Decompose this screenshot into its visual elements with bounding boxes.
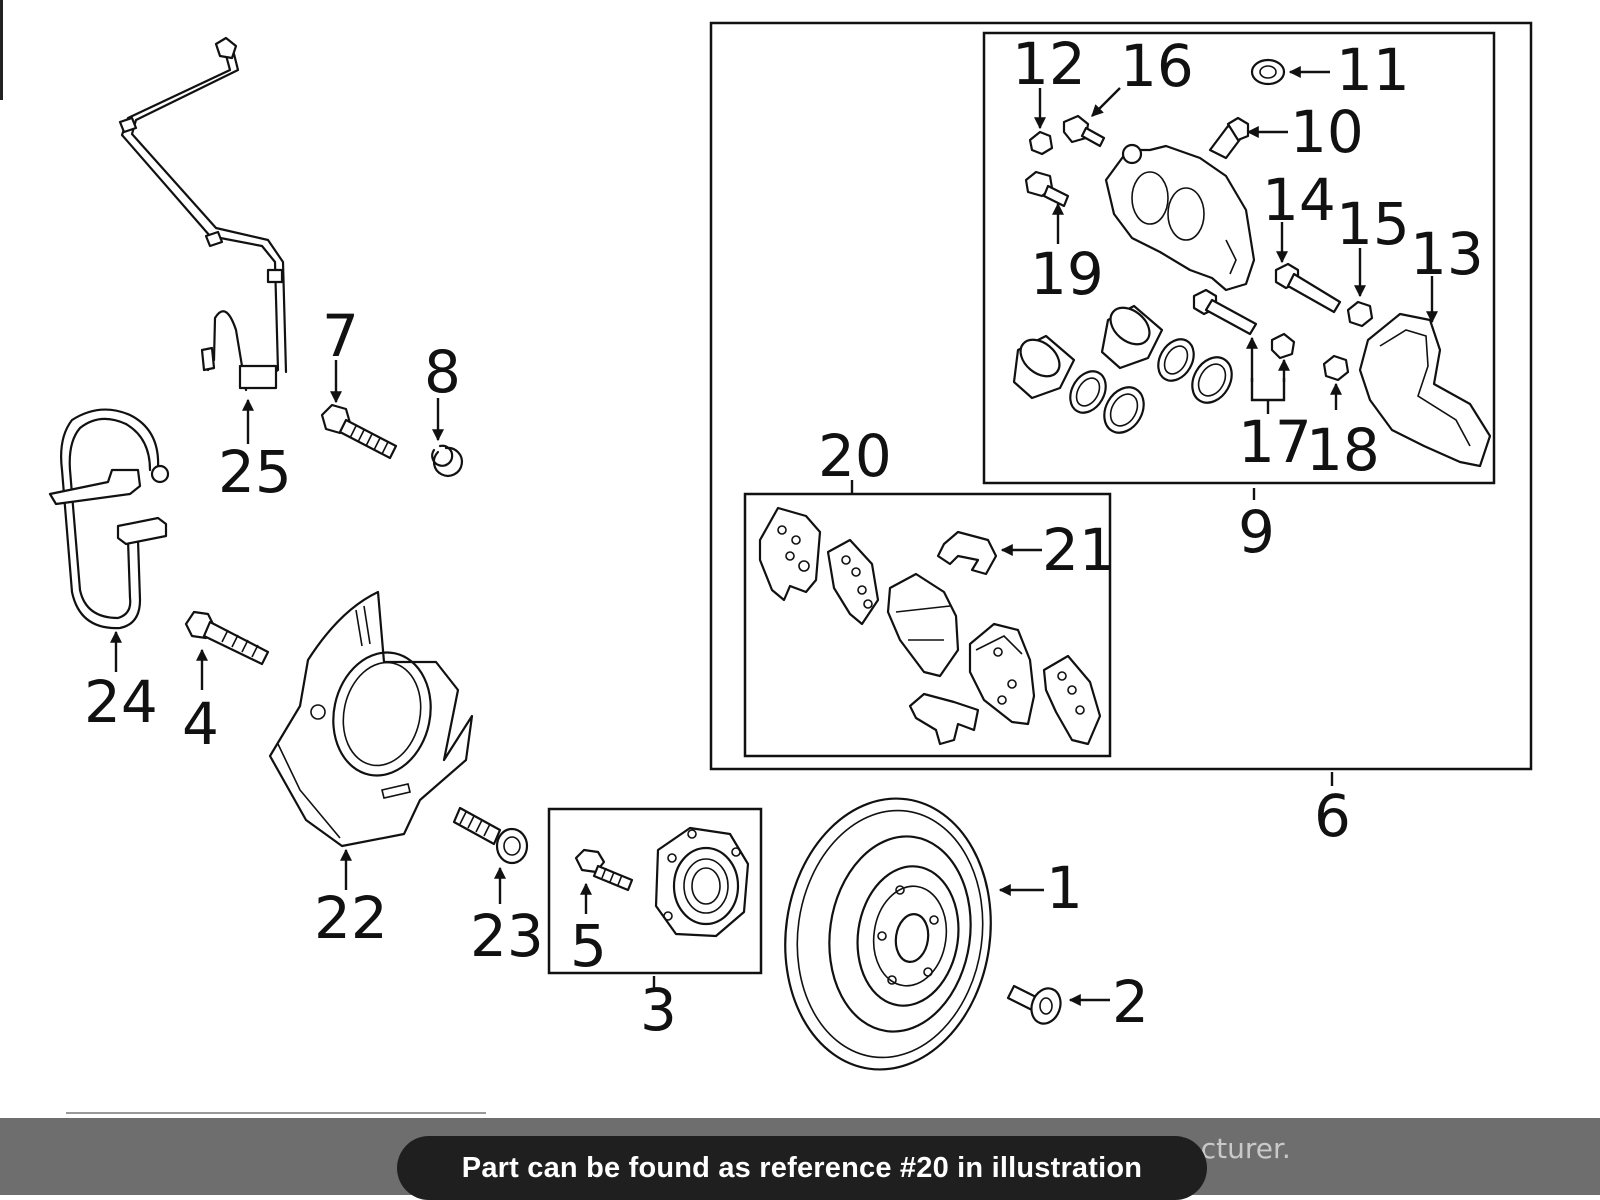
caliper-kit-box — [982, 31, 1496, 485]
callout-20: 20 — [818, 422, 892, 490]
toast-notification: Part can be found as reference #20 in il… — [397, 1136, 1207, 1200]
caliper-kit-parts — [1012, 58, 1492, 468]
dust-shield — [268, 590, 474, 848]
callout-4: 4 — [182, 690, 219, 758]
callout-23: 23 — [470, 902, 544, 970]
callout-11: 11 — [1336, 36, 1410, 104]
parts-diagram: 12 16 11 10 19 14 15 13 17 18 9 20 21 6 … — [48, 21, 1533, 1071]
callout-6: 6 — [1314, 782, 1351, 850]
callout-2: 2 — [1112, 968, 1149, 1036]
window-edge — [0, 0, 3, 100]
callout-labels: 12 16 11 10 19 14 15 13 17 18 9 20 21 6 … — [84, 30, 1484, 1044]
callout-12: 12 — [1012, 30, 1086, 98]
hub-assembly-box — [547, 807, 763, 975]
caliper-assembly-box — [709, 21, 1533, 771]
callout-15: 15 — [1336, 190, 1410, 258]
background-divider — [66, 1112, 486, 1114]
abs-sensor — [48, 408, 170, 630]
bolt-23 — [452, 806, 529, 865]
callout-25: 25 — [218, 438, 292, 506]
rotor-screw — [1006, 984, 1062, 1025]
hub-bearing — [574, 826, 750, 938]
callout-13: 13 — [1410, 220, 1484, 288]
toast-message: Part can be found as reference #20 in il… — [461, 1151, 1143, 1184]
callout-1: 1 — [1046, 854, 1083, 922]
callout-5: 5 — [570, 912, 607, 980]
callout-7: 7 — [322, 302, 359, 370]
callout-16: 16 — [1120, 32, 1194, 100]
callout-24: 24 — [84, 668, 158, 736]
leader-lines — [110, 66, 1438, 1006]
callout-18: 18 — [1306, 416, 1380, 484]
bolt-7 — [320, 403, 398, 460]
pad-kit-box — [743, 492, 1112, 758]
clip-ring-8 — [431, 444, 464, 477]
callout-8: 8 — [424, 338, 461, 406]
callout-21: 21 — [1042, 516, 1116, 584]
callout-14: 14 — [1262, 166, 1336, 234]
brake-rotor — [784, 797, 992, 1071]
callout-3: 3 — [640, 976, 677, 1044]
brake-hose — [118, 36, 288, 392]
bolt-4 — [184, 610, 270, 666]
callout-19: 19 — [1030, 240, 1104, 308]
callout-9: 9 — [1238, 498, 1275, 566]
callout-22: 22 — [314, 884, 388, 952]
callout-17: 17 — [1238, 408, 1312, 476]
pad-kit-parts — [758, 506, 1102, 746]
callout-10: 10 — [1290, 98, 1364, 166]
